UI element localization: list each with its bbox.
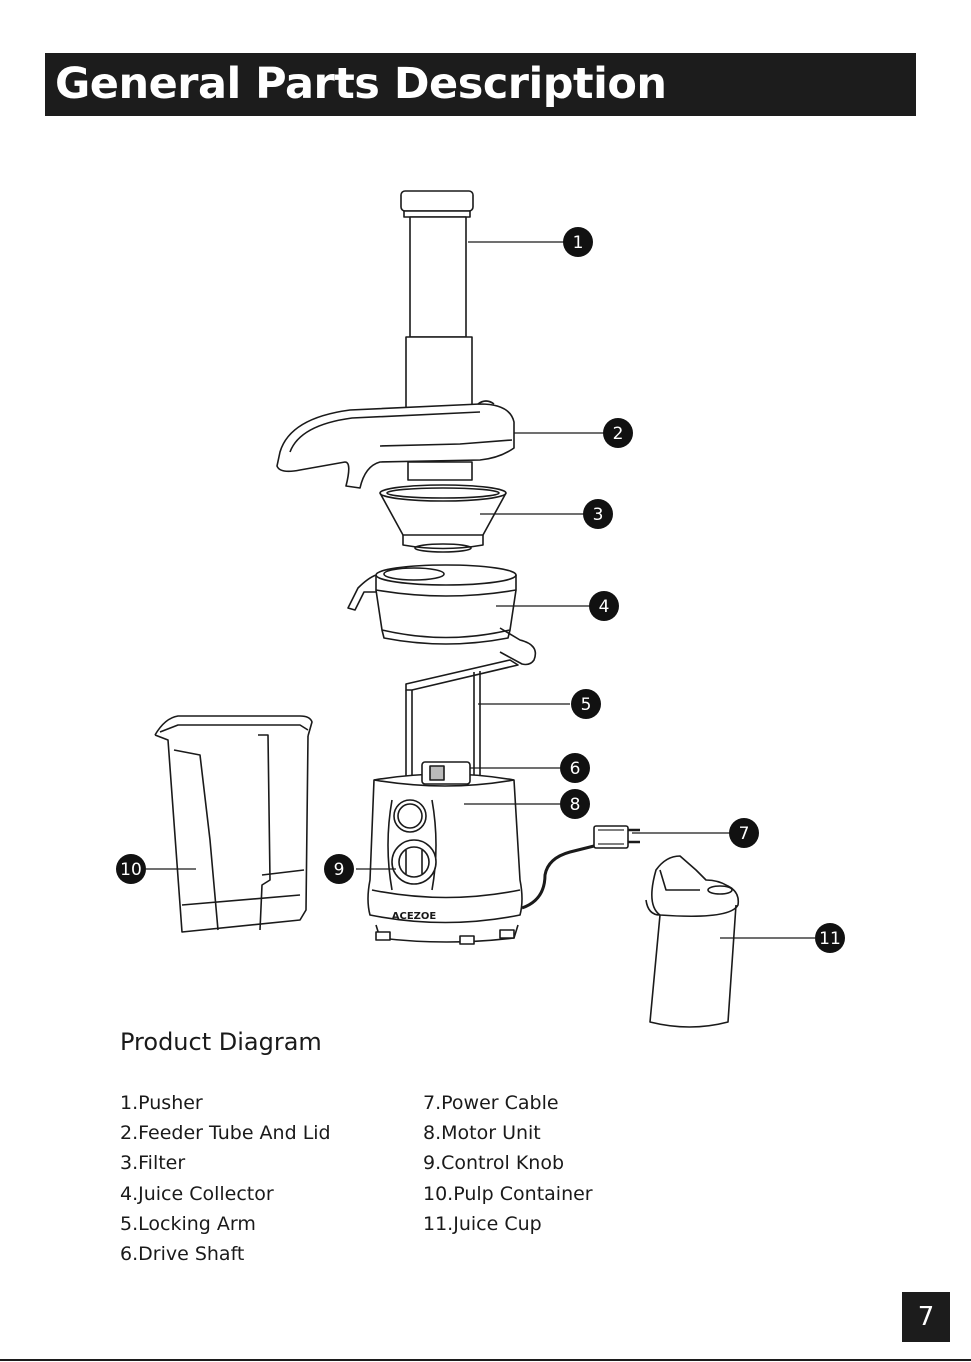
callout-2: 2 (603, 418, 633, 448)
svg-text:10: 10 (120, 860, 142, 880)
pulp-container-part (155, 716, 312, 932)
part-item: 7.Power Cable (423, 1088, 593, 1118)
svg-text:9: 9 (334, 860, 345, 880)
feeder-lid-part (277, 401, 514, 488)
callout-9: 9 (324, 854, 354, 884)
parts-list-right: 7.Power Cable 8.Motor Unit 9.Control Kno… (423, 1088, 593, 1239)
callout-6: 6 (560, 753, 590, 783)
part-item: 8.Motor Unit (423, 1118, 593, 1148)
callout-8: 8 (560, 789, 590, 819)
pusher-part (401, 191, 473, 417)
part-item: 4.Juice Collector (120, 1179, 331, 1209)
juicer-diagram: ACEZOE 1 2 3 4 5 6 7 8 9 10 11 (0, 150, 971, 1050)
filter-part (380, 485, 506, 552)
juice-cup-part (646, 856, 738, 1027)
part-item: 6.Drive Shaft (120, 1239, 331, 1269)
callout-7: 7 (729, 818, 759, 848)
part-item: 5.Locking Arm (120, 1209, 331, 1239)
svg-text:5: 5 (581, 695, 592, 715)
svg-text:6: 6 (570, 759, 581, 779)
svg-text:1: 1 (573, 233, 584, 253)
svg-text:3: 3 (593, 505, 604, 525)
page-title: General Parts Description (55, 57, 666, 111)
part-item: 2.Feeder Tube And Lid (120, 1118, 331, 1148)
svg-text:8: 8 (570, 795, 581, 815)
callout-3: 3 (583, 499, 613, 529)
title-bar: General Parts Description (45, 53, 916, 116)
callout-5: 5 (571, 689, 601, 719)
page-number: 7 (902, 1292, 950, 1342)
callout-4: 4 (589, 591, 619, 621)
part-item: 10.Pulp Container (423, 1179, 593, 1209)
power-cable-part (522, 826, 640, 908)
bottom-divider (0, 1359, 971, 1361)
callout-10: 10 (116, 854, 146, 884)
parts-list-left: 1.Pusher 2.Feeder Tube And Lid 3.Filter … (120, 1088, 331, 1269)
drive-shaft-part (422, 762, 470, 784)
part-item: 1.Pusher (120, 1088, 331, 1118)
control-knob-part (392, 840, 436, 884)
callout-11: 11 (815, 923, 845, 953)
part-item: 11.Juice Cup (423, 1209, 593, 1239)
section-title: Product Diagram (120, 1028, 322, 1056)
part-item: 3.Filter (120, 1148, 331, 1178)
svg-text:11: 11 (819, 929, 841, 949)
juice-collector-part (348, 565, 535, 665)
svg-text:7: 7 (739, 824, 750, 844)
svg-text:2: 2 (613, 424, 624, 444)
brand-logo-text: ACEZOE (392, 911, 437, 922)
callout-1: 1 (563, 227, 593, 257)
svg-text:4: 4 (599, 597, 610, 617)
part-item: 9.Control Knob (423, 1148, 593, 1178)
